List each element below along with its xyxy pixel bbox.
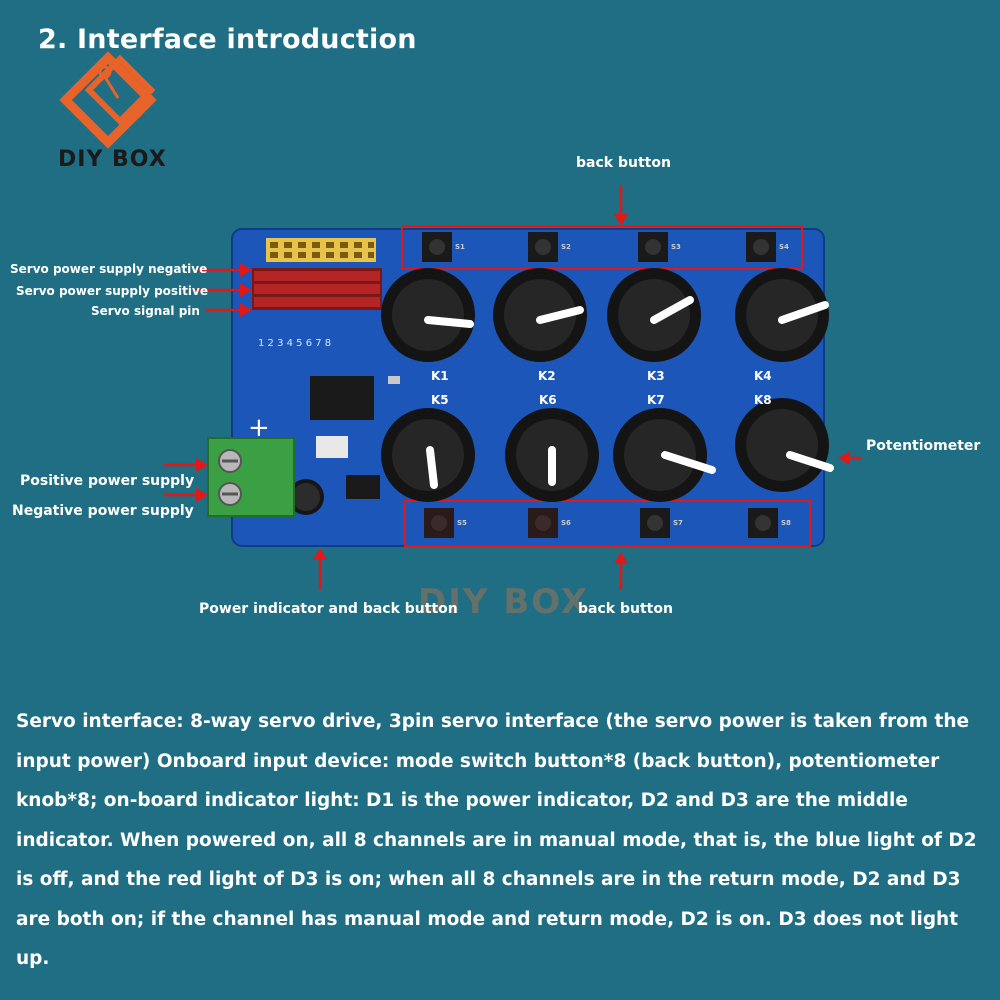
- description-text: Servo interface: 8-way servo drive, 3pin…: [16, 711, 977, 969]
- label-servo-positive: Servo power supply positive: [16, 284, 208, 298]
- switch-label-s8: S8: [781, 519, 791, 527]
- knob-label-k8: K8: [754, 393, 772, 407]
- svg-text:+: +: [248, 413, 270, 443]
- mcu-chip: [310, 376, 374, 420]
- knob-label-k1: K1: [431, 369, 449, 383]
- top-switches: [422, 232, 776, 262]
- label-back-button-top: back button: [576, 155, 671, 171]
- arrows: [164, 185, 862, 590]
- knob-label-k7: K7: [647, 393, 665, 407]
- knob-label-k5: K5: [431, 393, 449, 407]
- knob-label-k4: K4: [754, 369, 772, 383]
- switch-label-s7: S7: [673, 519, 683, 527]
- switch-label-s1: S1: [455, 243, 465, 251]
- switch-label-s5: S5: [457, 519, 467, 527]
- bottom-switches: [424, 508, 778, 538]
- switch-label-s4: S4: [779, 243, 789, 251]
- knobs: [381, 268, 834, 502]
- bottom-switch-box: [404, 500, 811, 547]
- knob-label-k6: K6: [539, 393, 557, 407]
- switch-label-s3: S3: [671, 243, 681, 251]
- watermark: DIY BOX: [418, 582, 590, 622]
- knob-label-k2: K2: [538, 369, 556, 383]
- label-positive-power: Positive power supply: [20, 473, 195, 489]
- svg-text:1 2 3 4 5 6 7 8: 1 2 3 4 5 6 7 8: [258, 338, 331, 349]
- servo-pins: [252, 268, 382, 310]
- board-diagram: 1 2 3 4 5 6 7 8 +: [164, 185, 862, 590]
- label-power-indicator: Power indicator and back button: [199, 601, 458, 617]
- logo-text: DIY BOX: [58, 147, 167, 172]
- switch-label-s2: S2: [561, 243, 571, 251]
- label-servo-negative: Servo power supply negative: [10, 262, 208, 276]
- label-servo-signal: Servo signal pin: [91, 304, 200, 318]
- label-potentiometer: Potentiometer: [866, 438, 981, 454]
- page-title: 2. Interface introduction: [38, 24, 417, 55]
- terminal-block: [207, 437, 295, 517]
- label-back-button-bottom: back button: [578, 601, 673, 617]
- label-negative-power: Negative power supply: [12, 503, 194, 519]
- top-switch-box: [401, 225, 803, 270]
- switch-label-s6: S6: [561, 519, 571, 527]
- knob-label-k3: K3: [647, 369, 665, 383]
- diy-box-logo-icon: [59, 51, 157, 149]
- header-pins: [266, 238, 376, 262]
